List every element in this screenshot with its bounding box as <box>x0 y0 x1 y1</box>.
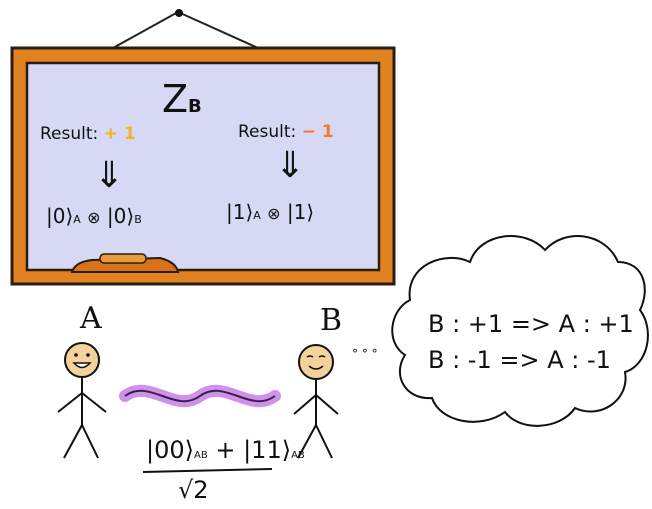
board-title: ZB <box>162 80 202 118</box>
chalk-piece <box>99 253 147 264</box>
formula-numerator: |00⟩AB + |11⟩AB <box>146 438 305 462</box>
right-ket-b: |1⟩ <box>286 200 315 224</box>
left-arrow-icon: ⇓ <box>94 155 125 196</box>
person-a-label: A <box>80 301 102 336</box>
left-sub-a: A <box>73 213 81 226</box>
person-a-figure <box>57 342 107 459</box>
person-b-label: B <box>320 303 343 338</box>
left-result: Result: + 1 <box>40 126 136 143</box>
left-state: |0⟩A ⊗ |0⟩B <box>46 206 142 226</box>
right-result-value: − 1 <box>301 122 334 142</box>
right-result: Result: − 1 <box>238 124 334 141</box>
thought-line-2: B : -1 => A : -1 <box>428 346 611 374</box>
thought-cloud <box>391 235 649 427</box>
left-tensor-icon: ⊗ <box>87 208 101 227</box>
fraction-bar <box>142 468 273 473</box>
right-ket-a: |1⟩ <box>226 200 254 224</box>
left-sub-b: B <box>134 213 142 226</box>
board-title-main: Z <box>162 77 189 121</box>
left-result-label: Result: <box>40 124 99 144</box>
right-arrow-icon: ⇓ <box>275 145 306 186</box>
board-title-sub: B <box>188 96 202 117</box>
formula-term-2: |11⟩ <box>243 436 292 464</box>
formula-sub-1: AB <box>194 450 208 461</box>
formula-denominator: √2 <box>178 476 209 504</box>
thought-line-1: B : +1 => A : +1 <box>428 310 634 338</box>
chalk-tray <box>70 256 180 273</box>
hanging-string <box>112 11 259 49</box>
left-ket-b: |0⟩ <box>106 204 135 228</box>
left-result-value: + 1 <box>103 124 136 144</box>
left-ket-a: |0⟩ <box>46 204 74 228</box>
chalkboard-surface <box>25 61 381 272</box>
formula-sub-2: AB <box>291 450 305 461</box>
right-result-label: Result: <box>238 122 297 142</box>
formula-term-1: |00⟩ <box>146 436 194 464</box>
right-state: |1⟩A ⊗ |1⟩ <box>226 202 314 222</box>
entanglement-wave <box>124 389 276 403</box>
right-tensor-icon: ⊗ <box>267 204 281 223</box>
right-sub-a: A <box>253 209 261 222</box>
thought-dots: ° ° ° <box>352 347 378 361</box>
person-b-figure <box>293 344 339 459</box>
nail-icon <box>175 9 183 17</box>
formula-plus: + <box>215 436 236 464</box>
